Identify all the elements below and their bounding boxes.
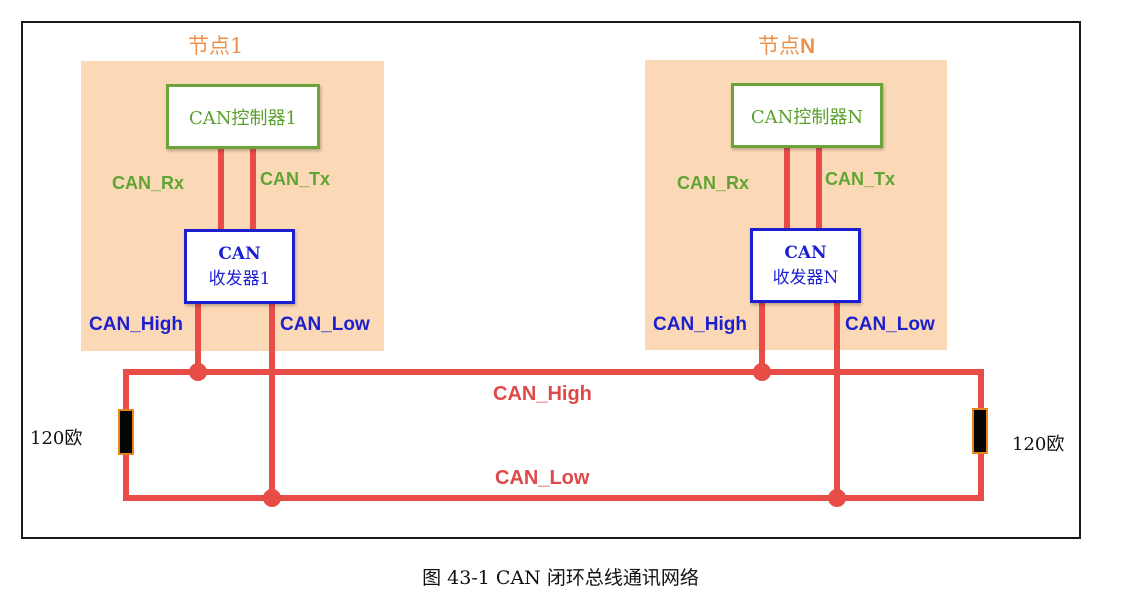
node-n-high-junction [753, 363, 771, 381]
left-terminator-label: 120欧 [30, 428, 83, 449]
node-n-low-junction [828, 489, 846, 507]
node-n-title: 节点N [758, 30, 815, 60]
node-n-transceiver: CAN 收发器N [750, 228, 861, 303]
node-n-controller-label: CAN控制器N [750, 106, 864, 128]
bus-low-label: CAN_Low [495, 467, 590, 489]
node-1-transceiver-line1: CAN [218, 243, 261, 264]
node-1-transceiver: CAN 收发器1 [184, 229, 295, 304]
node-n-low-wire [834, 300, 840, 501]
node-1-high-junction [189, 363, 207, 381]
node-n-tx-wire [816, 147, 822, 231]
left-terminator-resistor [118, 409, 134, 455]
right-terminator-resistor [972, 408, 988, 454]
node-n-rx-wire [784, 147, 790, 231]
node-n-transceiver-line1: CAN [784, 242, 827, 263]
node-1-rx-wire [218, 148, 224, 232]
node-1-low-junction [263, 489, 281, 507]
node-n-title-prefix: 节点 [758, 34, 800, 58]
node-n-low-label: CAN_Low [845, 314, 935, 335]
node-n-title-suffix: N [800, 35, 816, 58]
node-1-title: 节点1 [188, 30, 243, 60]
node-1-rx-label: CAN_Rx [112, 173, 185, 193]
node-n-tx-label: CAN_Tx [825, 169, 896, 189]
node-1-high-wire [195, 300, 201, 374]
node-1-low-label: CAN_Low [280, 314, 370, 335]
can-high-bus [123, 369, 984, 375]
node-n-high-label: CAN_High [653, 314, 747, 335]
node-1-title-prefix: 节点 [188, 34, 230, 58]
node-1-high-label: CAN_High [89, 314, 183, 335]
node-1-tx-label: CAN_Tx [260, 169, 331, 189]
can-low-bus [123, 495, 984, 501]
node-n-transceiver-line2: 收发器N [772, 267, 839, 288]
node-1-tx-wire [250, 148, 256, 232]
diagram-frame [21, 21, 1081, 539]
node-1-title-suffix: 1 [230, 34, 244, 58]
node-n-rx-label: CAN_Rx [677, 173, 750, 193]
node-1-low-wire [269, 300, 275, 501]
bus-high-label: CAN_High [493, 383, 592, 405]
right-terminator-label: 120欧 [1012, 434, 1065, 455]
node-1-controller-label: CAN控制器1 [189, 107, 297, 129]
node-1-transceiver-line2: 收发器1 [208, 268, 271, 289]
node-1-controller: CAN控制器1 [166, 84, 320, 149]
node-n-high-wire [759, 300, 765, 374]
node-n-controller: CAN控制器N [731, 83, 883, 148]
figure-caption: 图 43-1 CAN 闭环总线通讯网络 [422, 567, 699, 589]
